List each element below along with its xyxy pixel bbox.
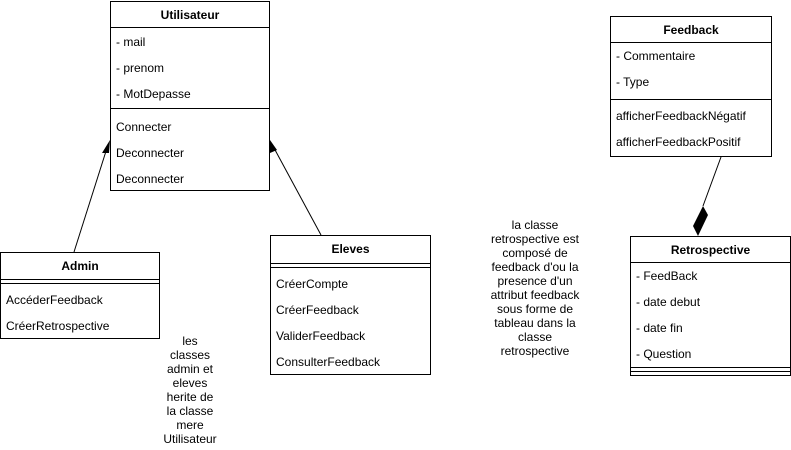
method: AccéderFeedback [6, 293, 103, 307]
class-name: Admin [61, 259, 99, 273]
composition-diamond [693, 206, 708, 236]
divider [611, 99, 771, 100]
note-line: la classe [511, 218, 559, 232]
method: Deconnecter [116, 172, 185, 186]
class-admin[interactable]: Admin AccéderFeedback CréerRetrospective [0, 252, 160, 339]
note-line: la classe [166, 404, 214, 418]
composition-line [702, 156, 722, 207]
divider [1, 279, 159, 280]
method: ConsulterFeedback [276, 355, 381, 369]
note-line: admin et [166, 362, 214, 376]
method: CréerCompte [276, 277, 349, 291]
note-line: attribut feedback [490, 288, 580, 302]
note-line: les [182, 334, 198, 348]
method: ValiderFeedback [276, 329, 366, 343]
divider [271, 263, 430, 264]
method: Deconnecter [116, 146, 185, 160]
note-line: Utilisateur [163, 432, 217, 446]
note-line: tableau dans la [494, 316, 576, 330]
method: Connecter [116, 120, 172, 134]
class-eleves[interactable]: Eleves CréerCompte CréerFeedback Valider… [270, 235, 431, 375]
note-line: classe [517, 330, 552, 344]
method: CréerRetrospective [6, 319, 110, 333]
attribute: - date debut [636, 295, 701, 309]
method: CréerFeedback [276, 303, 359, 317]
attribute: - Type [616, 75, 650, 89]
note-line: presence d'un [497, 274, 573, 288]
attribute: - FeedBack [636, 269, 698, 283]
note-line: eleves [172, 376, 208, 390]
note-line: classes [169, 348, 210, 362]
attribute: - mail [116, 35, 146, 49]
divider [111, 108, 269, 109]
attribute: - Commentaire [616, 49, 696, 63]
attribute: - MotDepasse [116, 87, 191, 101]
eleves-inherits-utilisateur-line [273, 147, 322, 236]
note-line: feedback d'ou la [491, 260, 579, 274]
note-line: retrospective est [490, 232, 580, 246]
attribute: - prenom [116, 61, 165, 75]
note-line: retrospective [500, 344, 570, 358]
class-name: Eleves [331, 242, 370, 256]
class-name: Utilisateur [111, 2, 269, 28]
class-feedback[interactable]: Feedback - Commentaire - Type afficherFe… [610, 16, 772, 157]
class-name: Retrospective [631, 237, 790, 263]
attribute: - Question [636, 347, 692, 361]
class-retrospective[interactable]: Retrospective - FeedBack - date debut - … [630, 236, 791, 376]
class-name: Feedback [611, 17, 771, 43]
eleves-arrowhead [270, 140, 277, 153]
method: afficherFeedbackPositif [616, 135, 741, 149]
attribute: - date fin [636, 321, 683, 335]
divider [1, 283, 159, 284]
note-composition: la classe retrospective est composé de f… [470, 218, 600, 358]
method: afficherFeedbackNégatif [616, 109, 746, 123]
note-line: herite de [166, 390, 214, 404]
note-line: mere [176, 418, 204, 432]
admin-arrowhead [102, 140, 110, 153]
divider [271, 267, 430, 268]
note-line: sous forme de [496, 302, 574, 316]
divider [631, 371, 790, 372]
divider [631, 367, 790, 368]
admin-inherits-utilisateur-line [73, 147, 108, 253]
note-line: composé de [502, 246, 568, 260]
note-heritage: les classes admin et eleves herite de la… [150, 334, 230, 446]
class-utilisateur[interactable]: Utilisateur - mail - prenom - MotDepasse… [110, 1, 270, 191]
